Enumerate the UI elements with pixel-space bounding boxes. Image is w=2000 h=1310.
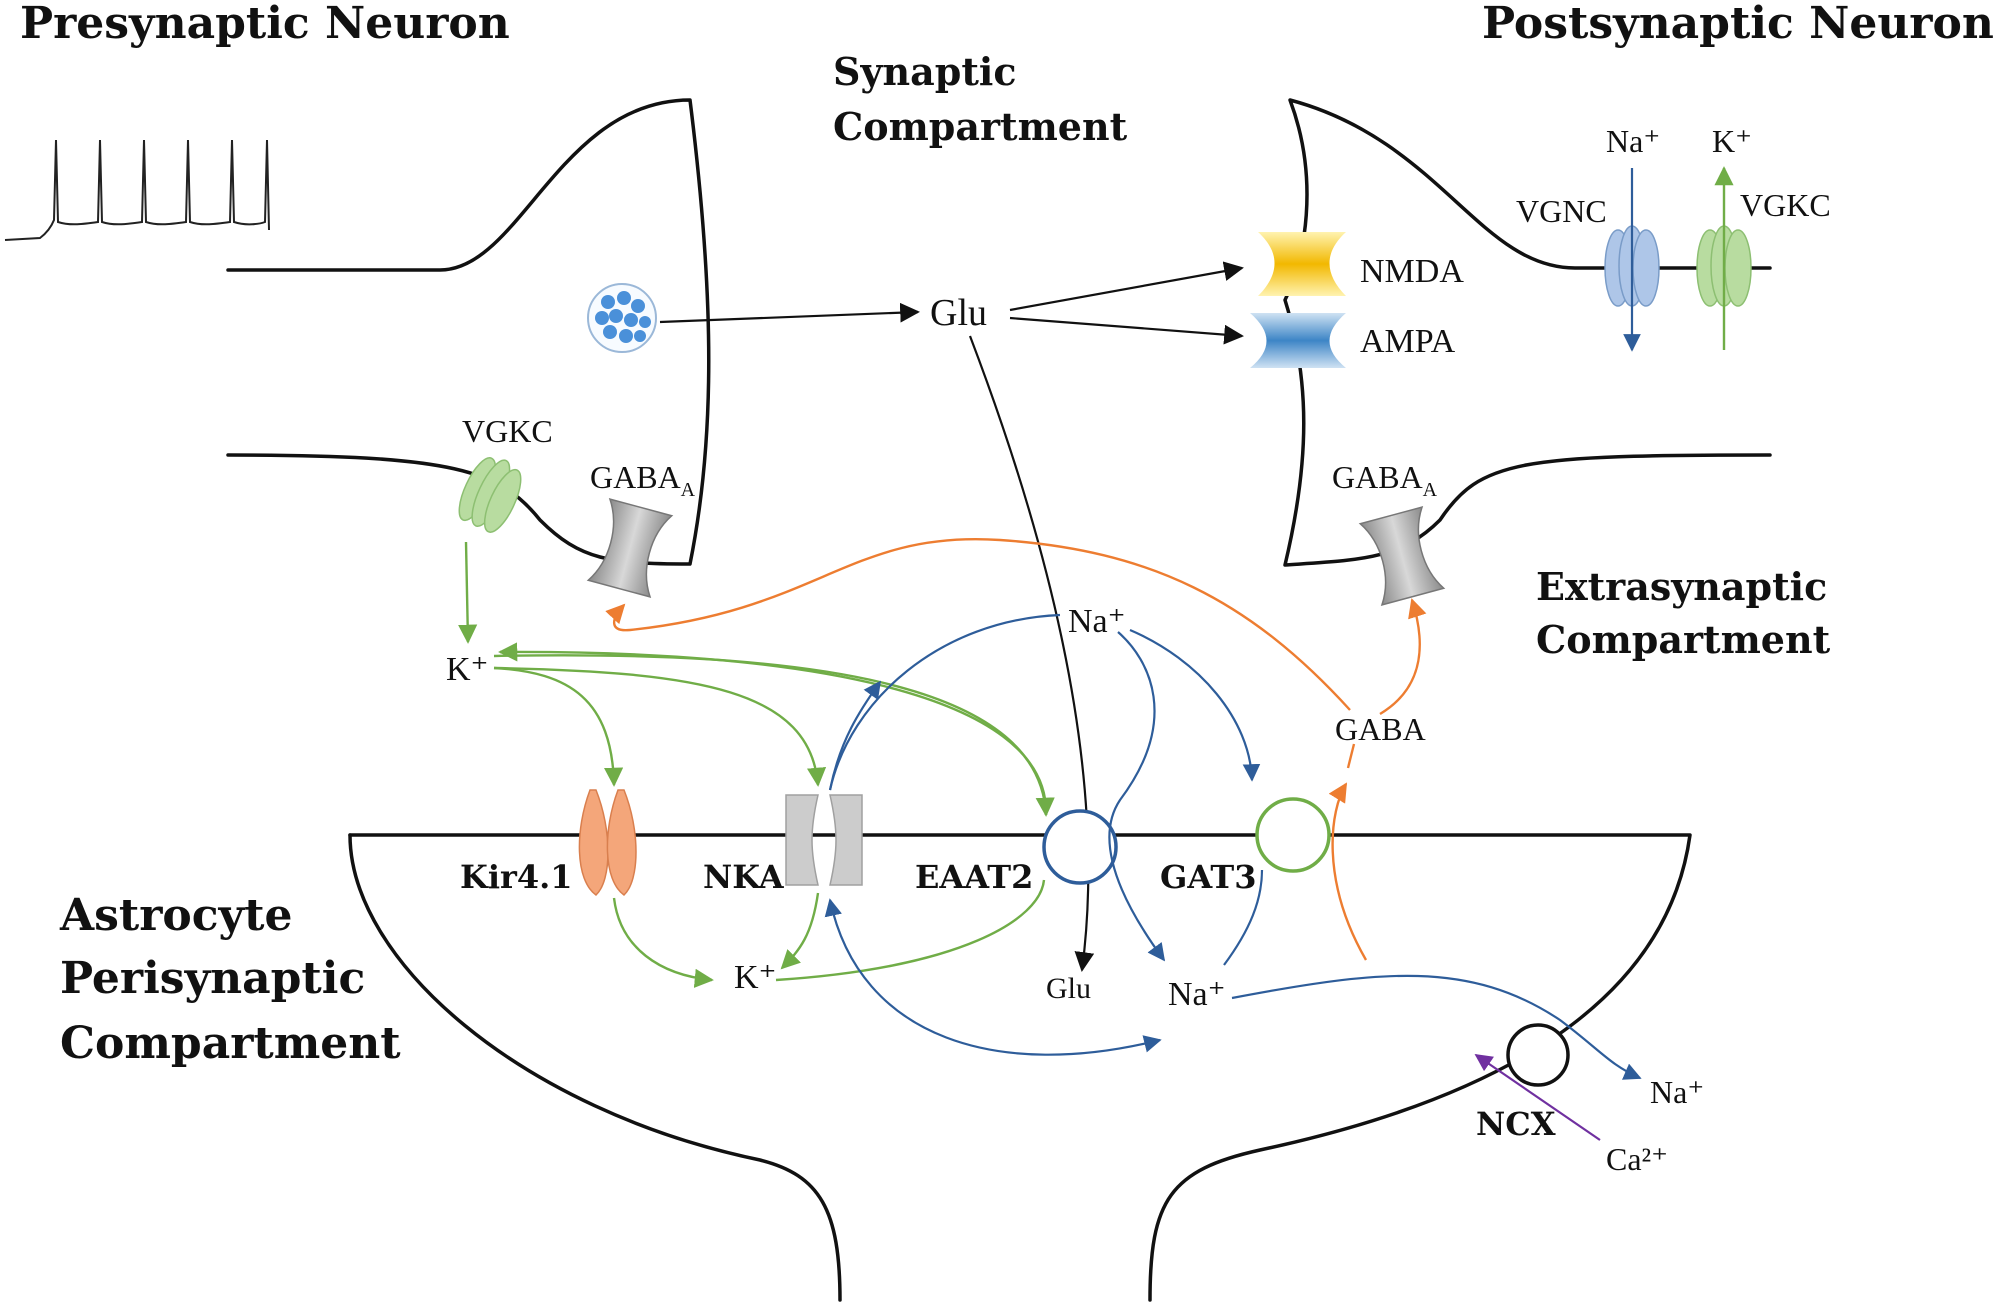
vgnc-channel — [1604, 225, 1660, 307]
na-to-eaat2-arrow — [1108, 631, 1166, 962]
gaba-to-gaba-a-post-arrow — [1379, 598, 1427, 716]
ca-ncx-in-label: Ca²⁺ — [1606, 1141, 1668, 1177]
gaba-a-post-receptor — [1358, 506, 1446, 606]
extrasynaptic-compartment-label-1: Extrasynaptic — [1536, 564, 1827, 609]
gaba-a-post-label: GABAA — [1332, 459, 1438, 501]
k-to-nka-arrow — [493, 666, 827, 787]
na-to-ncx-arrow — [1231, 974, 1642, 1080]
k-intracellular-label: K⁺ — [734, 959, 777, 996]
synaptic-compartment-label-1: Synaptic — [833, 49, 1016, 94]
astrocyte-label-3: Compartment — [60, 1018, 401, 1069]
glu-synaptic-label: Glu — [930, 292, 987, 334]
postsynaptic-title: Postsynaptic Neuron — [1482, 0, 1994, 49]
vgkc-pre-channel — [458, 457, 522, 533]
nka-na-out-arrow — [828, 613, 1061, 791]
kir41-label: Kir4.1 — [460, 858, 573, 896]
eaat2-transporter — [1042, 809, 1118, 885]
vgnc-label: VGNC — [1516, 193, 1607, 229]
action-potential-trace — [4, 139, 270, 241]
extrasynaptic-compartment-label-2: Compartment — [1536, 617, 1831, 662]
gat3-label: GAT3 — [1160, 858, 1256, 896]
ncx-label: NCX — [1476, 1105, 1556, 1143]
na-extracellular-label: Na⁺ — [1068, 603, 1126, 640]
gaba-to-gaba-a-pre-arrow — [605, 537, 1351, 711]
na-to-gat3-arrow — [1129, 628, 1261, 782]
k-extracellular-label: K⁺ — [446, 651, 489, 688]
k-post-label: K⁺ — [1712, 123, 1752, 159]
astrocyte-membrane — [348, 833, 1692, 1302]
ampa-label: AMPA — [1360, 323, 1456, 360]
nka-na-out-head — [828, 680, 882, 791]
vgkc-post-label: VGKC — [1740, 187, 1831, 223]
na-post-label: Na⁺ — [1606, 123, 1660, 159]
kir-to-k-intra-arrow — [612, 897, 714, 988]
astrocyte-label-2: Perisynaptic — [60, 953, 365, 1004]
nka-label: NKA — [703, 858, 785, 896]
ampa-receptor — [1250, 313, 1346, 368]
gat3-transporter — [1255, 797, 1331, 873]
na-ncx-out-label: Na⁺ — [1650, 1074, 1704, 1110]
ca-influx-arrow — [1474, 1054, 1601, 1141]
vesicle-to-glu-arrow — [659, 302, 920, 324]
kir41-channel — [578, 789, 637, 896]
ncx-exchanger — [1506, 1023, 1570, 1087]
gat3-to-gaba-arrow — [1328, 782, 1368, 961]
astrocyte-membrane-left — [348, 833, 842, 1302]
na-intra-to-nka-arrow — [824, 898, 1162, 1056]
nmda-label: NMDA — [1360, 253, 1464, 290]
astrocyte-label-1: Astrocyte — [59, 890, 292, 941]
glu-intracellular-label: Glu — [1046, 972, 1091, 1005]
glu-to-ampa-arrow — [1009, 316, 1244, 345]
synaptic-vesicle — [587, 283, 657, 353]
k-to-kir-arrow — [493, 666, 624, 787]
eaat2-label: EAAT2 — [915, 858, 1033, 896]
k-return-arrow — [498, 642, 1048, 816]
nmda-receptor — [1258, 232, 1346, 296]
vgkc-k-efflux-arrow — [458, 541, 478, 644]
vgkc-pre-label: VGKC — [462, 413, 553, 449]
gat3-gaba-efflux-arrow — [1346, 743, 1356, 769]
gaba-label: GABA — [1335, 711, 1426, 747]
nka-to-k-intra-arrow — [780, 892, 820, 970]
presynaptic-title: Presynaptic Neuron — [20, 0, 510, 49]
k-to-eaat2-arrow — [493, 654, 1055, 817]
gaba-a-pre-label: GABAA — [590, 459, 696, 501]
synaptic-compartment-label-2: Compartment — [833, 104, 1128, 149]
glu-to-nmda-arrow — [1009, 261, 1244, 312]
gaba-a-pre-receptor — [586, 498, 674, 598]
postsynaptic-membrane — [1283, 98, 1772, 567]
nka-pump — [785, 794, 863, 886]
na-intracellular-label: Na⁺ — [1168, 976, 1226, 1013]
gat3-na-in-arrow — [1223, 869, 1264, 966]
